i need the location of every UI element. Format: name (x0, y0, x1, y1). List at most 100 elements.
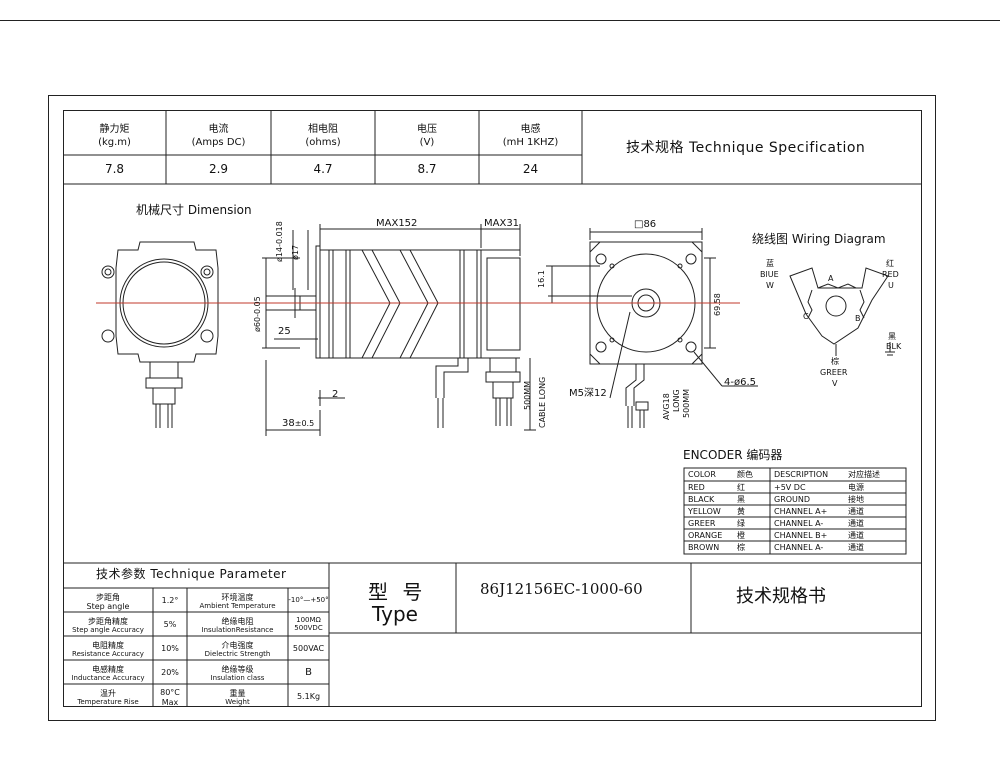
param-right-zh: 绝缘等级 (221, 665, 254, 674)
dim-shaft-length: 38±0.5 (282, 418, 315, 429)
encoder-header-cell: 对应描述 (848, 470, 880, 479)
encoder-header-cell: DESCRIPTION (774, 470, 829, 479)
param-left-value: 1.2° (161, 596, 179, 605)
param-left-value: 20% (161, 668, 179, 677)
wire-green-pin: V (832, 379, 838, 388)
encoder-cell: +5V DC (774, 483, 806, 492)
param-right-en: Dielectric Strength (204, 650, 271, 658)
type-label-zh: 型 号 (368, 580, 427, 604)
dim-thread: M5深12 (569, 388, 607, 399)
param-right-value: 100MΩ 500VDC (294, 616, 323, 633)
spec-unit: (ohms) (305, 137, 341, 148)
dim-holes: 4-ø6.5 (724, 377, 756, 388)
param-right-en: Ambient Temperature (199, 602, 276, 610)
encoder-cell: 通道 (848, 507, 864, 516)
param-right-en: InsulationResistance (201, 626, 274, 634)
model-number: 86J12156EC-1000-60 (480, 580, 643, 598)
encoder-header-cell: COLOR (688, 470, 716, 479)
encoder-cell: GROUND (774, 495, 811, 504)
param-right-zh: 环境温度 (221, 593, 254, 602)
encoder-cell: CHANNEL A+ (774, 507, 828, 516)
param-left-zh: 温升 (100, 689, 116, 698)
param-left-zh: 电感精度 (92, 665, 124, 674)
param-left-value: 10% (161, 644, 179, 653)
dimension-title: 机械尺寸 Dimension (136, 203, 252, 217)
dim-max-rear: MAX31 (484, 218, 520, 229)
encoder-cell: 通道 (848, 543, 864, 552)
top-rule (0, 20, 1000, 21)
wire-blue-en: BlUE (760, 270, 779, 279)
encoder-cell: CHANNEL A- (774, 543, 824, 552)
encoder-cell: YELLOW (688, 507, 721, 516)
param-left-en: Temperature Rise (77, 698, 139, 706)
spec-value: 8.7 (417, 162, 437, 176)
encoder-cell: 黑 (737, 495, 745, 504)
spec-unit: (mH 1KHZ) (502, 137, 559, 148)
param-left-zh: 电阻精度 (92, 641, 124, 650)
param-left-en: Inductance Accuracy (71, 674, 145, 682)
dim-key-length: 25 (278, 326, 291, 337)
wiring-title: 绕线图 Wiring Diagram (752, 232, 886, 246)
encoder-cell: 橙 (737, 531, 745, 540)
spec-unit: (Amps DC) (191, 137, 246, 148)
encoder-cell: BROWN (688, 543, 720, 552)
spec-zh: 电压 (417, 124, 437, 135)
wire-red-zh: 红 (886, 259, 894, 268)
encoder-cell: 通道 (848, 531, 864, 540)
param-right-zh: 绝缘电阻 (221, 617, 254, 626)
encoder-cell: CHANNEL A- (774, 519, 824, 528)
wire-black-zh: 黑 (888, 332, 896, 341)
wire-green-en: GREER (820, 368, 848, 377)
param-right-en: Weight (225, 698, 250, 706)
param-left-en: Step angle (86, 602, 130, 611)
param-left-value: 5% (163, 620, 177, 629)
param-left-value: 80°C Max (160, 688, 180, 707)
spec-unit: (V) (419, 137, 435, 148)
inner-frame (63, 110, 922, 707)
param-right-en: Insulation class (210, 674, 265, 682)
encoder-cell: 接地 (848, 495, 864, 504)
spec-zh: 相电阻 (308, 124, 338, 135)
wire-blue-pin: W (766, 281, 774, 290)
param-right-zh: 介电强度 (221, 641, 254, 650)
encoder-cell: 红 (737, 483, 745, 492)
parameter-title: 技术参数 Technique Parameter (96, 567, 287, 581)
outer-frame (48, 95, 936, 721)
spec-value: 7.8 (104, 162, 125, 176)
wire-red-pin: U (888, 281, 894, 290)
encoder-cell: 通道 (848, 519, 864, 528)
spec-zh: 电流 (208, 124, 229, 135)
param-left-zh: 步距角 (96, 593, 120, 602)
encoder-title: ENCODER 编码器 (683, 448, 783, 462)
spec-value: 2.9 (208, 162, 229, 176)
param-left-en: Step angle Accuracy (72, 626, 144, 634)
coil-c-label: C (803, 312, 809, 321)
encoder-cell: CHANNEL B+ (774, 531, 828, 540)
dim-max-body: MAX152 (376, 218, 418, 229)
encoder-header-cell: 颜色 (737, 470, 753, 479)
param-right-value: -10°—+50° (288, 596, 329, 604)
spec-value: 24 (522, 162, 539, 176)
document-title: 技术规格书 (736, 586, 826, 607)
coil-b-label: B (855, 314, 861, 323)
param-left-en: Resistance Accuracy (72, 650, 144, 658)
encoder-cell: ORANGE (688, 531, 723, 540)
spec-zh: 电感 (520, 124, 541, 135)
encoder-cell: 黄 (737, 507, 745, 516)
dim-square: □86 (634, 219, 657, 230)
param-right-value: 5.1Kg (296, 692, 321, 701)
param-right-value: 500VAC (292, 644, 325, 653)
spec-title: 技术规格 Technique Specification (626, 140, 866, 156)
spec-value: 4.7 (313, 162, 333, 176)
encoder-cell: 棕 (737, 543, 745, 552)
spec-unit: (kg.m) (98, 137, 131, 148)
param-left-zh: 步距角精度 (88, 617, 128, 626)
encoder-cell: 绿 (737, 519, 745, 528)
param-right-zh: 重量 (229, 689, 246, 698)
encoder-cell: BLACK (688, 495, 715, 504)
